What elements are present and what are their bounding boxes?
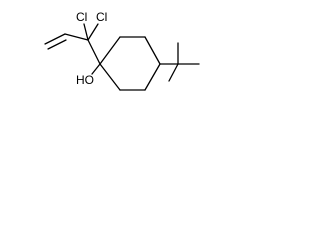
ring-bond <box>99 36 121 65</box>
ring-bond <box>144 63 161 91</box>
hydroxyl-bond <box>91 63 101 75</box>
vinyl-single-bond <box>64 33 89 41</box>
tert-butyl-methyl-bond <box>168 63 179 82</box>
chlorine-bond-left <box>83 23 89 41</box>
chlorine-label-left: Cl <box>76 10 87 24</box>
chlorine-label-right: Cl <box>96 10 107 24</box>
ring-bond <box>144 36 161 65</box>
molecule-structure: Cl Cl HO <box>44 10 200 91</box>
chlorine-bond-right <box>87 23 99 41</box>
ring-bond <box>99 63 121 91</box>
dichloro-to-ring-bond <box>87 39 101 65</box>
hydroxyl-label: HO <box>76 73 94 87</box>
vinyl-double-bond-outer <box>44 33 66 45</box>
vinyl-double-bond-inner <box>47 39 67 50</box>
